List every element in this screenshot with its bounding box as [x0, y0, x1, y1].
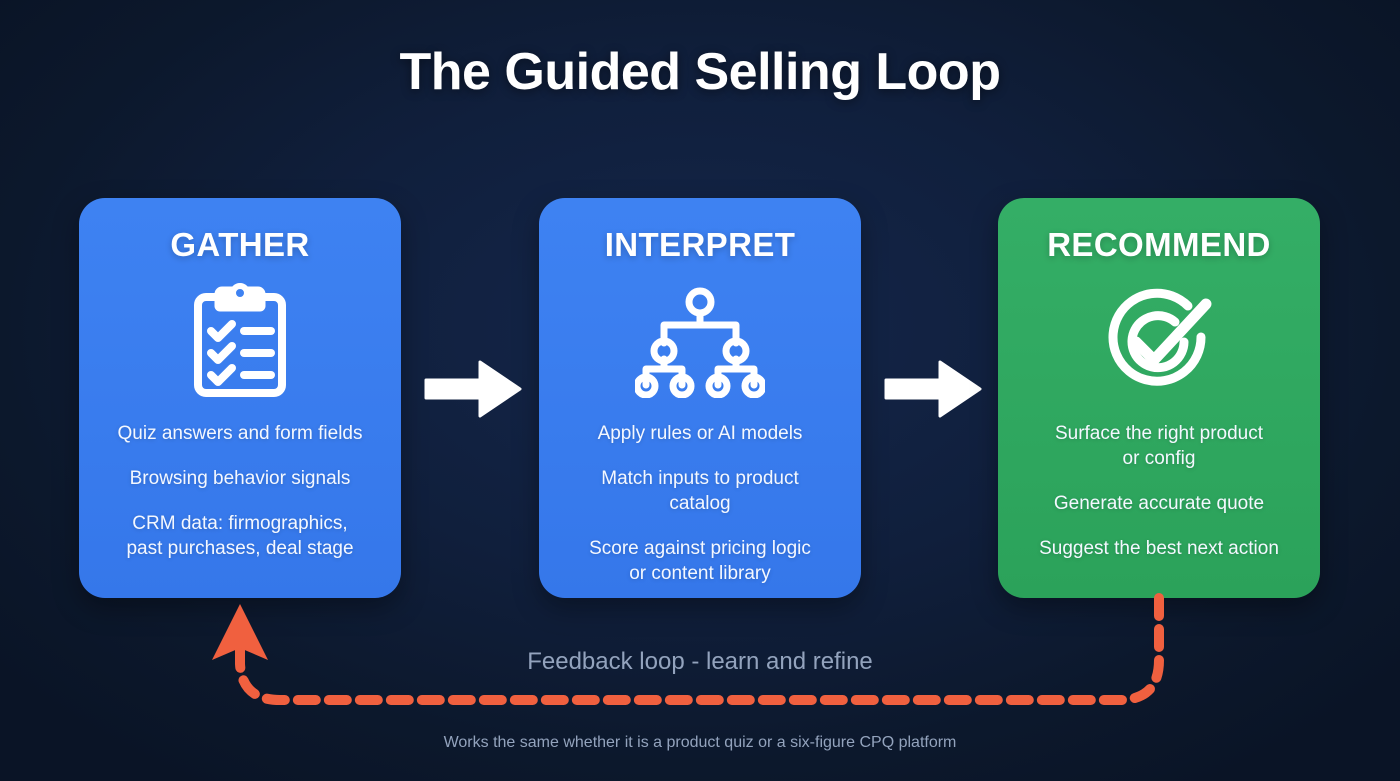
step-title-interpret: INTERPRET: [604, 226, 796, 263]
clipboard-checklist-icon: [188, 283, 292, 401]
arrow-right-icon-gather-to-interpret: [424, 358, 522, 420]
step-line: Generate accurate quote: [1053, 493, 1265, 514]
arrow-right-icon-interpret-to-recommend: [884, 358, 982, 420]
step-line: Apply rules or AI models: [597, 423, 803, 444]
step-lines-interpret: Apply rules or AI models Match inputs to…: [559, 421, 841, 586]
step-title-recommend: RECOMMEND: [1047, 226, 1271, 263]
step-line: Quiz answers and form fields: [117, 423, 363, 444]
feedback-loop-label: Feedback loop - learn and refine: [527, 648, 873, 675]
target-check-icon: [1100, 283, 1218, 401]
step-line: Browsing behavior signals: [129, 468, 351, 489]
hierarchy-tree-icon: [635, 283, 765, 401]
step-card-interpret[interactable]: INTERPRET: [539, 198, 861, 598]
step-lines-gather: Quiz answers and form fields Browsing be…: [99, 421, 381, 561]
step-card-gather[interactable]: GATHER Quiz answers and form fie: [79, 198, 401, 598]
step-line: CRM data: firmographics,past purchases, …: [126, 513, 354, 559]
step-title-gather: GATHER: [170, 226, 310, 263]
footer-note: Works the same whether it is a product q…: [443, 734, 957, 751]
page-title: The Guided Selling Loop: [399, 43, 1001, 101]
step-line: Suggest the best next action: [1039, 538, 1279, 559]
